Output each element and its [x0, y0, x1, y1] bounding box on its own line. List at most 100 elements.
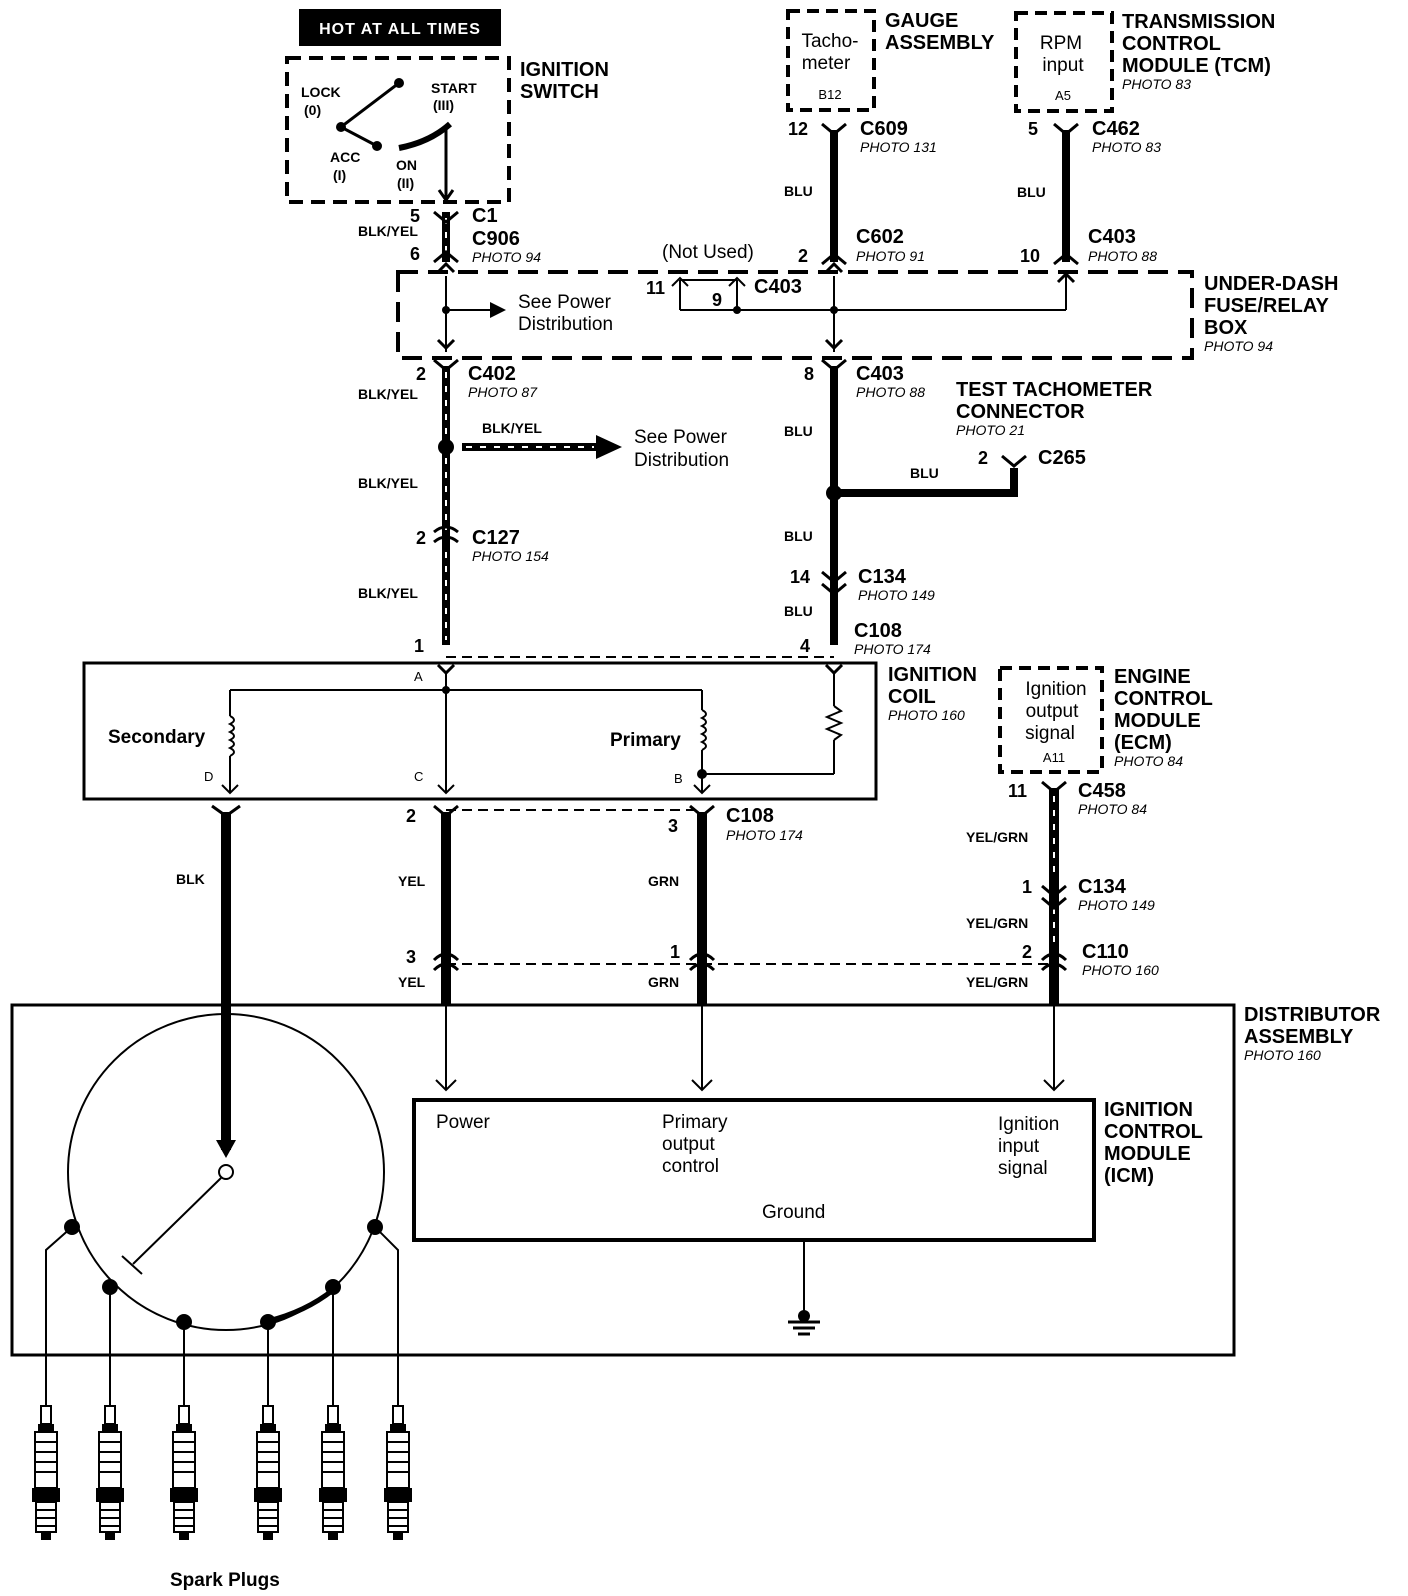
fuse-box-photo: PHOTO 94 — [1204, 338, 1273, 354]
splice-blk-yel — [438, 439, 454, 455]
see-power-text-1a: See Power — [518, 292, 612, 313]
c402-photo: PHOTO 87 — [468, 384, 538, 400]
test-tach-photo: PHOTO 21 — [956, 422, 1025, 438]
c108-upper-photo: PHOTO 174 — [854, 641, 931, 657]
hot-at-all-times-label: HOT AT ALL TIMES — [319, 21, 481, 38]
c403-pin-8: 8 — [804, 364, 814, 384]
c134-upper-pin-14: 14 — [790, 567, 810, 587]
distributor-assembly-box — [10, 1003, 1236, 1357]
ecm-title-2: CONTROL — [1114, 688, 1213, 710]
spark-plug-3 — [169, 1405, 199, 1541]
c127-photo: PHOTO 154 — [472, 548, 549, 564]
spark-plugs-group — [31, 1405, 413, 1541]
wire-label-yel-2: YEL — [398, 974, 426, 990]
icm-ignition-input-1: Ignition — [998, 1114, 1059, 1135]
c108-lower-pin-2: 2 — [406, 806, 416, 826]
connector-marks-tcm — [1053, 122, 1079, 284]
wire-label-blk: BLK — [176, 871, 205, 887]
see-power-text-1b: Distribution — [518, 314, 613, 335]
icm-input-leads — [435, 1005, 1065, 1092]
switch-lock-num: (0) — [304, 102, 321, 118]
icm-ignition-input-3: signal — [998, 1158, 1048, 1179]
gauge-assembly-title-1: GAUGE — [885, 10, 958, 32]
spark-plug-4 — [253, 1405, 283, 1541]
c108-upper-pin-1: 1 — [414, 636, 424, 656]
wire-label-yel-grn-2: YEL/GRN — [966, 915, 1028, 931]
c134-lower-photo: PHOTO 149 — [1078, 897, 1155, 913]
ignition-coil-title-1: IGNITION — [888, 664, 977, 686]
wire-label-blu-1: BLU — [784, 183, 813, 199]
fuse-box-title-1: UNDER-DASH — [1204, 273, 1338, 295]
wire-label-blu-2: BLU — [1017, 184, 1046, 200]
switch-lock-label: LOCK — [301, 84, 341, 100]
coil-pin-c: C — [414, 769, 423, 784]
see-power-text-2b: Distribution — [634, 450, 729, 471]
c127-pin-2: 2 — [416, 528, 426, 548]
c403-mid-name: C403 — [856, 363, 904, 385]
c462-pin-5: 5 — [1028, 119, 1038, 139]
ecm-inner-3: signal — [1025, 723, 1075, 744]
switch-on-num: (II) — [397, 175, 414, 191]
tcm-box — [1014, 11, 1114, 113]
coil-pin-a: A — [414, 669, 423, 684]
ground-icon — [788, 1240, 820, 1336]
tcm-title-3: MODULE (TCM) — [1122, 55, 1271, 77]
c458-pin-11: 11 — [1008, 781, 1027, 801]
see-power-text-2a: See Power — [634, 427, 728, 448]
c108-lower-name: C108 — [726, 805, 774, 827]
c134-upper-photo: PHOTO 149 — [858, 587, 935, 603]
c134-lower-pin-1: 1 — [1022, 877, 1032, 897]
ecm-title-1: ENGINE — [1114, 666, 1191, 688]
icm-ignition-input-2: input — [998, 1136, 1040, 1157]
ecm-pin-a11: A11 — [1043, 750, 1065, 765]
spark-plug-5 — [318, 1405, 348, 1541]
icm-title-1: IGNITION — [1104, 1099, 1193, 1121]
wire-yel-grn — [1040, 780, 1068, 1005]
fuse-box-internal-bus — [671, 276, 1066, 311]
icm-box — [412, 1098, 1096, 1242]
c602-photo: PHOTO 91 — [856, 248, 925, 264]
ecm-photo: PHOTO 84 — [1114, 753, 1183, 769]
c108-upper-pin-4: 4 — [800, 636, 810, 656]
icm-ground-label: Ground — [762, 1202, 825, 1223]
fuse-box-splice-mid — [733, 306, 741, 314]
wire-blk-yel-branch — [462, 435, 622, 459]
ecm-title-4: (ECM) — [1114, 732, 1172, 754]
switch-on-label: ON — [396, 157, 417, 173]
c110-pin-2: 2 — [1022, 942, 1032, 962]
distributor-terminals — [64, 1219, 383, 1330]
distributor-title-2: ASSEMBLY — [1244, 1026, 1354, 1048]
icm-title-3: MODULE — [1104, 1143, 1191, 1165]
c402-pin-2: 2 — [416, 364, 426, 384]
c108-upper-name: C108 — [854, 620, 902, 642]
c906-name: C906 — [472, 228, 520, 250]
ignition-coil-internals — [221, 673, 844, 795]
ignition-switch-title-1: IGNITION — [520, 59, 609, 81]
ignition-coil-box — [82, 661, 878, 801]
c110-pin-3: 3 — [406, 947, 416, 967]
coil-splice-a — [442, 686, 450, 694]
c110-pin-1: 1 — [670, 942, 680, 962]
coil-primary-label: Primary — [610, 730, 681, 751]
spark-plug-1 — [31, 1405, 61, 1541]
c134-upper-name: C134 — [858, 566, 907, 588]
c403-inner-name: C403 — [754, 276, 802, 298]
spark-plug-6 — [383, 1405, 413, 1541]
ignition-coil-photo: PHOTO 160 — [888, 707, 965, 723]
c265-name: C265 — [1038, 447, 1086, 469]
c602-pin-2: 2 — [798, 246, 808, 266]
c403-pin-9: 9 — [712, 290, 722, 310]
icm-primary-output-1: Primary — [662, 1112, 728, 1133]
tachometer-label-2: meter — [802, 53, 851, 74]
wire-label-blu-5: BLU — [784, 603, 813, 619]
coil-secondary-label: Secondary — [108, 727, 206, 748]
c108-lower-pin-3: 3 — [668, 816, 678, 836]
gauge-pin-b12: B12 — [818, 87, 841, 102]
wire-label-blk-yel-branch: BLK/YEL — [482, 420, 542, 436]
tcm-pin-a5: A5 — [1055, 88, 1071, 103]
c462-name: C462 — [1092, 118, 1140, 140]
c1-name: C1 — [472, 205, 498, 227]
wire-label-blu-4: BLU — [784, 528, 813, 544]
wire-label-blk-yel-2: BLK/YEL — [358, 475, 418, 491]
icm-primary-output-2: output — [662, 1134, 716, 1155]
